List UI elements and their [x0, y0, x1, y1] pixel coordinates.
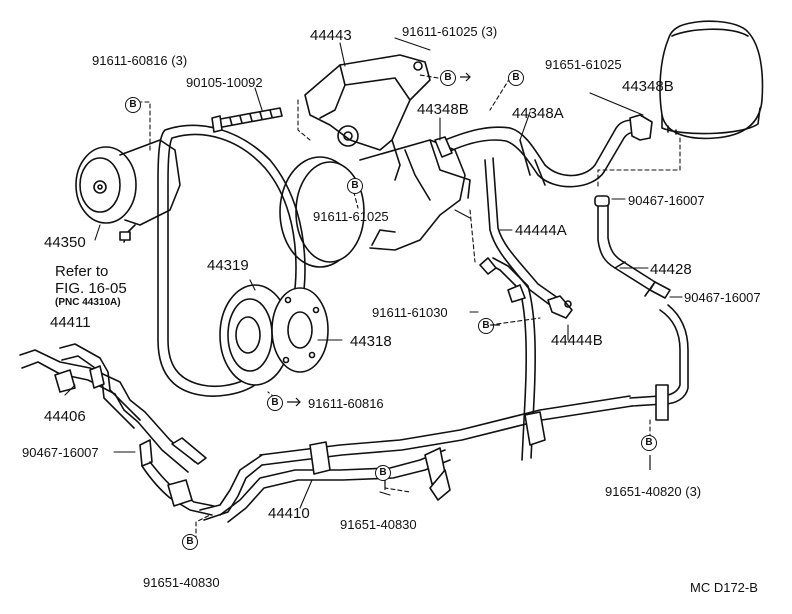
pressure-tube: [479, 157, 573, 461]
idler-pulley: [75, 139, 181, 243]
b-marker: B: [478, 318, 494, 334]
label-90467-16007-left: 90467-16007: [22, 445, 99, 460]
reference-line-2: FIG. 16-05: [55, 280, 127, 297]
b-marker: B: [641, 435, 657, 451]
reservoir-hose: [434, 114, 653, 188]
b-marker: B: [267, 395, 283, 411]
label-44444b: 44444B: [551, 332, 603, 349]
pump-bracket: [304, 54, 431, 181]
leader-lines: [64, 37, 683, 509]
b-marker: B: [125, 97, 141, 113]
reference-line-3: (PNC 44310A): [55, 297, 121, 308]
reservoir-tank: [659, 20, 764, 140]
diagram-code: MC D172-B: [690, 580, 758, 595]
label-91611-61025-mid: 91611-61025: [313, 209, 389, 224]
label-44318: 44318: [350, 333, 392, 350]
left-hoses: [19, 343, 215, 516]
label-44319: 44319: [207, 257, 249, 274]
pump-body: [279, 139, 471, 268]
label-44348a: 44348A: [512, 105, 564, 122]
label-91611-61030: 91611-61030: [372, 305, 448, 320]
b-marker: B: [375, 465, 391, 481]
label-91651-40820-3: 91651-40820 (3): [605, 484, 702, 499]
label-44410: 44410: [268, 505, 310, 522]
label-44444a: 44444A: [515, 222, 567, 239]
label-90105-10092: 90105-10092: [186, 75, 263, 90]
label-91651-40830-bottom: 91651-40830: [143, 575, 220, 590]
label-44411: 44411: [50, 314, 91, 331]
b-marker: B: [440, 70, 456, 86]
cooler-line-lower: [199, 441, 451, 523]
b-marker: B: [508, 70, 524, 86]
label-44406: 44406: [44, 408, 86, 425]
crank-pulleys: [219, 284, 329, 386]
label-91651-40830-mid: 91651-40830: [340, 517, 417, 532]
label-91611-61025-3: 91611-61025 (3): [402, 24, 498, 39]
b-marker: B: [347, 178, 363, 194]
label-44428: 44428: [650, 261, 692, 278]
label-91651-61025: 91651-61025: [545, 57, 622, 72]
bolt: [211, 107, 283, 133]
return-hose: [594, 195, 671, 299]
b-marker: B: [182, 534, 198, 550]
label-90467-16007-mid: 90467-16007: [684, 290, 761, 305]
label-44350: 44350: [44, 234, 86, 251]
label-44348b-right: 44348B: [622, 78, 674, 95]
label-90467-16007-top: 90467-16007: [628, 193, 705, 208]
label-44443: 44443: [310, 27, 352, 44]
label-91611-60816: 91611-60816: [308, 396, 384, 411]
label-91611-60816-3: 91611-60816 (3): [92, 53, 188, 68]
label-44348b-left: 44348B: [417, 101, 469, 118]
reference-line-1: Refer to: [55, 263, 109, 280]
